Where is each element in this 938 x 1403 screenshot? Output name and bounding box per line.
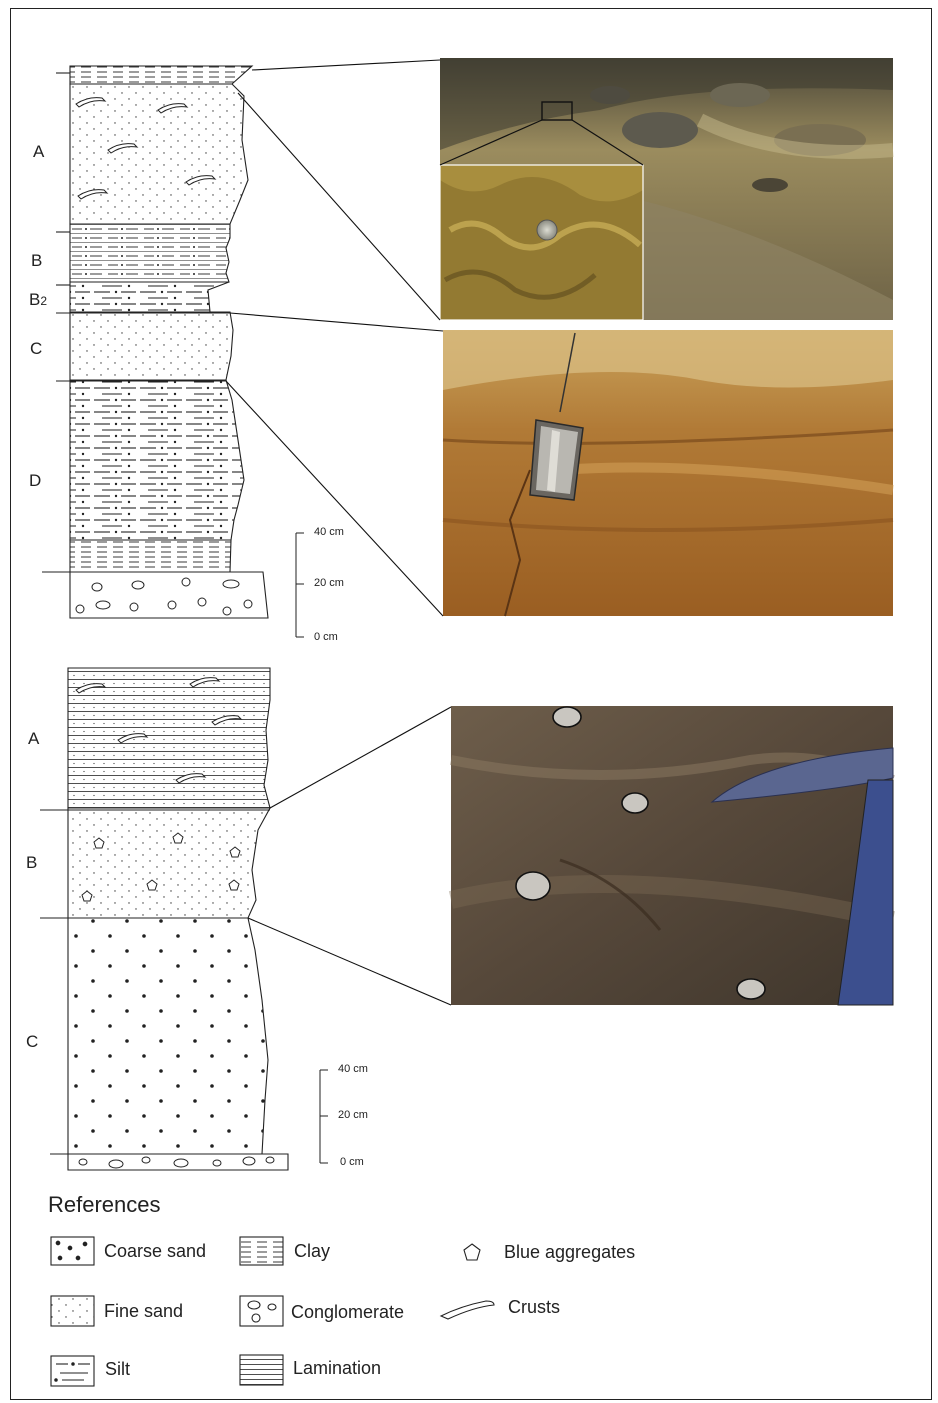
legend-label-conglomerate: Conglomerate	[291, 1302, 404, 1323]
profile-2-unit-c-label: C	[26, 1032, 38, 1052]
profile-2-connectors	[248, 707, 451, 1005]
profile-1-scale-20: 20 cm	[314, 577, 344, 589]
profile-1-unit-c-label: C	[30, 339, 42, 359]
legend-symbol-clay	[240, 1237, 283, 1265]
legend-label-crusts: Crusts	[508, 1297, 560, 1318]
unit-a-fill	[70, 84, 248, 224]
legend-label-clay: Clay	[294, 1241, 330, 1262]
profile-1-unit-b-label: B	[31, 251, 42, 271]
legend-title: References	[48, 1192, 161, 1218]
photo-cave-floor	[440, 58, 893, 320]
legend-symbol-conglomerate	[240, 1296, 283, 1326]
legend-symbol-fine-sand	[51, 1296, 94, 1326]
legend-symbol-crusts	[441, 1301, 494, 1319]
profile-1-scale-40: 40 cm	[314, 526, 344, 538]
conglomerate-base	[70, 572, 268, 618]
unit-c-fill	[70, 312, 233, 380]
profile-1-unit-d-label: D	[29, 471, 41, 491]
legend-symbol-blue-aggregates	[464, 1244, 480, 1260]
legend-symbol-silt	[51, 1356, 94, 1386]
compass-icon	[530, 420, 583, 500]
legend-label-lamination: Lamination	[293, 1358, 381, 1379]
profile-2-unit-b-label: B	[26, 853, 37, 873]
legend-symbol-lamination	[240, 1355, 283, 1385]
legend-label-silt: Silt	[105, 1359, 130, 1380]
legend-label-blue-aggregates: Blue aggregates	[504, 1242, 635, 1263]
unit-a-fill	[68, 668, 270, 808]
profile-1-scale-bar	[296, 533, 304, 637]
profile-2-scale-20: 20 cm	[338, 1109, 368, 1121]
unit-b2-fill	[70, 282, 229, 312]
profile-1-column	[42, 66, 268, 618]
unit-c-fill	[68, 918, 268, 1154]
unit-d-fill	[70, 380, 244, 540]
profile-2-scale-0: 0 cm	[340, 1156, 364, 1168]
profile-1-unit-b2-label: B2	[29, 290, 47, 310]
legend-label-coarse-sand: Coarse sand	[104, 1241, 206, 1262]
profile-1-scale-0: 0 cm	[314, 631, 338, 643]
unit-b2-subscript: 2	[40, 294, 47, 308]
unit-b-fill	[68, 808, 270, 918]
profile-2-scale-40: 40 cm	[338, 1063, 368, 1075]
profile-1-unit-a-label: A	[33, 142, 44, 162]
unit-b-fill	[70, 224, 230, 282]
profile-2-unit-a-label: A	[28, 729, 39, 749]
photo-sediment-hammer	[451, 706, 893, 1005]
legend-label-fine-sand: Fine sand	[104, 1301, 183, 1322]
photo-section-wall	[443, 330, 893, 616]
profile-2-scale-bar	[320, 1070, 328, 1163]
